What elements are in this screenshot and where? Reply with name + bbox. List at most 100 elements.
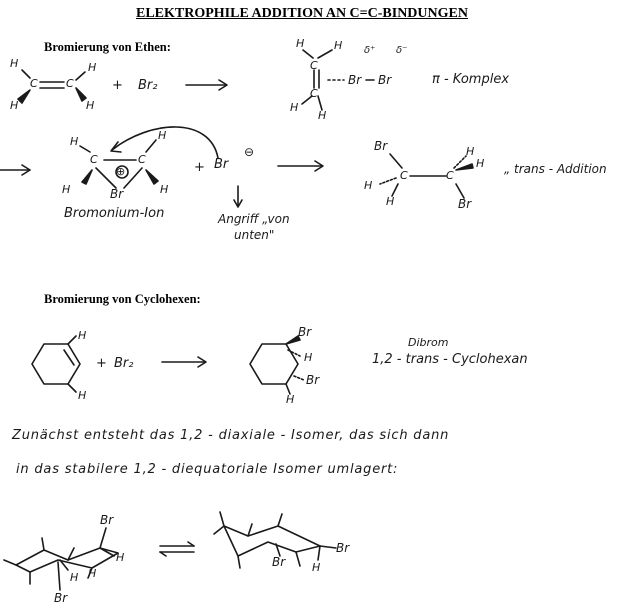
equilibrium-arrow-bottom-head <box>159 551 167 557</box>
chair-diaxial-br-top: Br <box>100 513 114 527</box>
cyclohexene-double-bond-inner <box>63 349 75 366</box>
product-c1-h-dash <box>379 177 397 185</box>
pi-complex-delta-plus: δ⁺ <box>364 45 376 56</box>
product-wedge-h <box>455 163 474 171</box>
pi-complex-c1: C <box>310 59 318 72</box>
chair-diaxial-axial-br-down <box>57 561 61 591</box>
attack-note-line1: Angriff „von <box>218 212 290 226</box>
cyclohexene-h-bottom <box>67 383 77 393</box>
arrow-4-head <box>197 356 207 368</box>
pi-complex-bond-c1-h2 <box>317 49 333 59</box>
product-h-left: H <box>364 179 373 192</box>
ethene-c-right: C <box>66 77 74 90</box>
cyclohexene-plus: + <box>96 356 107 371</box>
product-c1-br <box>389 153 403 169</box>
cyclohexene-bromine: Br₂ <box>114 356 134 371</box>
cyclohexene-ring <box>31 343 81 385</box>
attack-arrow-head <box>110 141 122 153</box>
bromonium-h-left <box>79 145 91 153</box>
chair-diequatorial-stub3 <box>237 555 241 569</box>
pi-complex-c2: C <box>310 87 318 100</box>
pi-complex-bond-c1-h <box>302 49 314 59</box>
ethene-bond-h-topleft <box>21 69 31 79</box>
bromonium-wedge-right <box>145 169 159 185</box>
pi-complex-h1: H <box>296 37 305 50</box>
bromonium-c2-br <box>123 167 143 189</box>
pi-complex-h3: H <box>290 101 299 114</box>
arrow-3-head <box>314 160 324 172</box>
arrow-2-head <box>21 164 31 176</box>
cyclohexene-h-top <box>67 335 77 345</box>
product-br-top: Br <box>374 139 388 153</box>
pi-complex-delta-minus: δ⁻ <box>396 45 408 56</box>
product-h-top: H <box>466 145 475 158</box>
dibromo-h-top: H <box>304 351 313 364</box>
chair-diaxial-stub1 <box>41 537 45 551</box>
pi-complex-br1: Br <box>348 73 362 87</box>
trans-addition-label: „ trans - Addition <box>504 162 607 176</box>
ethene-c-left: C <box>30 77 38 90</box>
note-line-2: in das stabilere 1,2 - diequatoriale Iso… <box>16 462 399 477</box>
chair-diaxial-h-right: H <box>116 551 125 564</box>
bromonium-ion-label: Bromonium-Ion <box>64 206 165 221</box>
section-heading-ethene: Bromierung von Ethen: <box>44 40 171 54</box>
chair-diequatorial-stub2 <box>247 523 253 537</box>
chair-diequatorial-h1 <box>317 545 321 561</box>
dibromo-br-bottom: Br <box>306 373 320 387</box>
chair-diequatorial-br1 <box>319 545 337 549</box>
ethene-h-topright: H <box>88 61 97 74</box>
chair-diaxial-h-mid: H <box>88 567 97 580</box>
pi-complex-bond-c2-h2 <box>317 95 323 111</box>
chair-diequatorial-stub5 <box>295 551 301 567</box>
note-line-1: Zunächst entsteht das 1,2 - diaxiale - I… <box>12 428 450 443</box>
ethene-h-bottomleft: H <box>10 99 19 112</box>
chair-diequatorial-ring <box>223 525 321 557</box>
bromonium-c-right: C <box>138 153 146 166</box>
product-prefix: Dibrom <box>408 336 449 349</box>
pi-complex-br2: Br <box>378 73 392 87</box>
section-heading-cyclohexene: Bromierung von Cyclohexen: <box>44 292 201 306</box>
bromonium-h-right: H <box>158 129 167 142</box>
chair-diaxial-ring <box>15 547 119 573</box>
chair-diaxial-axial-br-up <box>99 527 107 549</box>
product-h-right: H <box>476 157 485 170</box>
chair-diaxial-br-bottom: Br <box>54 591 68 605</box>
bromide-ion: Br <box>214 157 229 172</box>
ethene-bromine: Br₂ <box>138 78 158 93</box>
product-c-right: C <box>446 169 454 182</box>
chair-diaxial-stub5 <box>67 547 75 561</box>
pi-complex-h2: H <box>334 39 343 52</box>
bromide-charge: ⊖ <box>244 145 255 159</box>
chair-diaxial-h2 <box>59 559 69 571</box>
product-name: 1,2 - trans - Cyclohexan <box>372 352 528 367</box>
cyclohexene-h-bottom: H <box>78 389 87 402</box>
bromonium-h-bottomleft: H <box>62 183 71 196</box>
bromide-plus: + <box>194 160 205 175</box>
bromonium-h-left: H <box>70 135 79 148</box>
chair-diequatorial-br-bottom: Br <box>272 555 286 569</box>
cyclohexene-h-top: H <box>78 329 87 342</box>
chair-diequatorial-h2 <box>277 513 283 527</box>
chair-diaxial-stub3 <box>3 559 17 566</box>
dibromo-h1-dash <box>287 349 301 357</box>
ethene-h-bottomright: H <box>86 99 95 112</box>
chair-diaxial-h1 <box>99 547 115 557</box>
product-c-left: C <box>400 169 408 182</box>
ethene-wedge-right <box>75 87 87 102</box>
chair-diequatorial-stub4 <box>213 525 225 535</box>
arrow-1-head <box>218 79 228 91</box>
bromonium-charge: ⊕ <box>116 165 126 178</box>
attack-down-arrow-head <box>233 199 243 208</box>
product-c2-h-dash <box>453 155 467 169</box>
chair-diequatorial-br-right: Br <box>336 541 350 555</box>
chair-diequatorial-stub1 <box>219 511 225 527</box>
product-h-bottom: H <box>386 195 395 208</box>
chair-diaxial-h-lower: H <box>70 571 79 584</box>
dibromo-br-top: Br <box>298 325 312 339</box>
pi-complex-label: π - Komplex <box>432 72 510 87</box>
dibromo-h-bottom: H <box>286 393 295 406</box>
chair-diequatorial-h: H <box>312 561 321 574</box>
product-c2-br <box>455 183 465 199</box>
bromonium-c-left: C <box>90 153 98 166</box>
